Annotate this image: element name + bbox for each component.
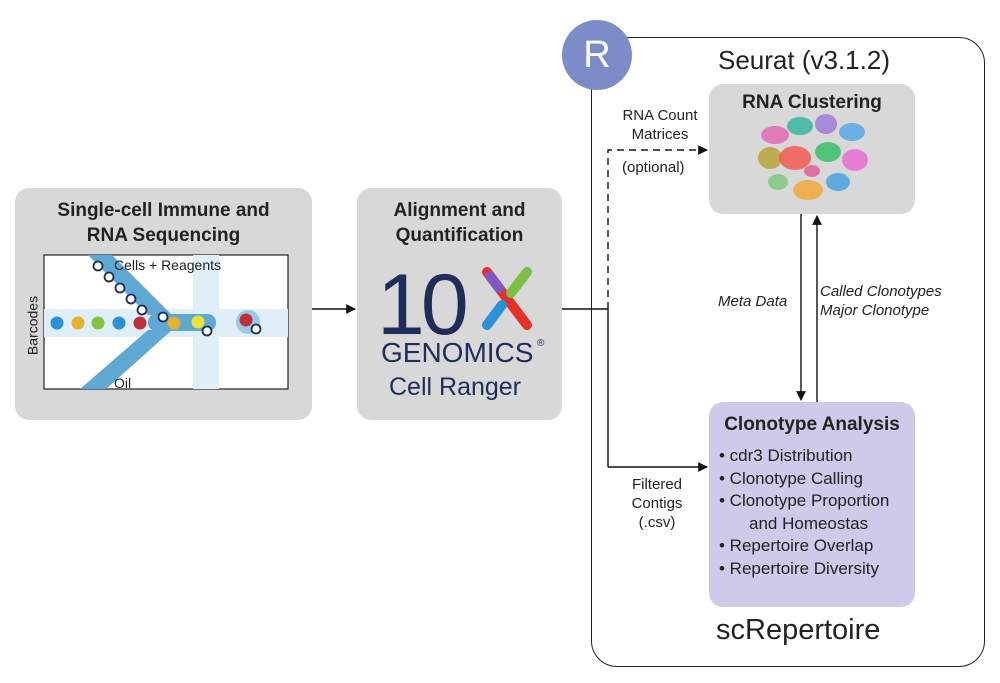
list-item: • cdr3 Distribution [719,446,853,465]
r-logo-letter: R [583,34,611,76]
r-logo-icon: R [562,20,632,90]
logo-registered-mark: ® [537,338,545,349]
screpertoire-frame [591,37,985,667]
screpertoire-title: scRepertoire [716,614,881,646]
alignment-title-line1: Alignment and [393,200,526,221]
clonotype-list: • cdr3 Distribution • Clonotype Calling … [719,445,915,580]
list-item: • Repertoire Diversity [719,558,879,578]
oil-label: Oil [114,375,132,391]
rna-count-line2: Matrices [631,126,689,143]
called-clonotypes-line2: Major Clonotype [820,302,930,319]
cells-reagents-label: Cells + Reagents [114,257,222,273]
rna-count-label: RNA Count Matrices [610,106,710,144]
clonotype-title: Clonotype Analysis [724,414,900,435]
list-item: and Homeostas [749,513,869,533]
logo-genomics-text: GENOMICS [381,337,533,368]
called-clonotypes-label: Called Clonotypes Major Clonotype [820,282,942,320]
microfluidic-chip-icon [43,254,289,390]
rna-count-line1: RNA Count [622,107,698,124]
filtered-line3: (.csv) [638,514,676,531]
sequencing-title-line1: Single-cell Immune and [57,200,270,221]
list-item: • Repertoire Overlap [719,536,874,555]
optional-label: (optional) [622,159,685,176]
filtered-line2: Contigs [631,495,683,512]
10x-genomics-logo-icon: 10 GENOMICS ® Cell Ranger [377,257,545,401]
filtered-contigs-label: Filtered Contigs (.csv) [612,475,702,532]
rna-clustering-title: RNA Clustering [742,92,882,113]
list-item: • Clonotype Proportion [719,491,890,510]
clonotype-analysis-box: Clonotype Analysis • cdr3 Distribution •… [709,402,915,607]
alignment-title-line2: Quantification [395,225,524,246]
meta-data-label: Meta Data [718,293,788,310]
alignment-box: Alignment and Quantification [357,188,562,420]
alignment-title: Alignment and Quantification [357,198,562,248]
filtered-line1: Filtered [631,476,683,493]
tsne-cluster-icon [758,114,868,200]
barcodes-label: Barcodes [24,295,41,356]
sequencing-title: Single-cell Immune and RNA Sequencing [15,198,312,248]
sequencing-title-line2: RNA Sequencing [86,225,241,246]
arrow-to-rna-clustering [607,145,708,309]
list-item: • Clonotype Calling [719,468,863,488]
logo-10-text: 10 [377,257,466,353]
cell-ranger-text: Cell Ranger [389,373,521,401]
called-clonotypes-line1: Called Clonotypes [820,283,942,300]
seurat-title: Seurat (v3.1.2) [718,45,890,75]
